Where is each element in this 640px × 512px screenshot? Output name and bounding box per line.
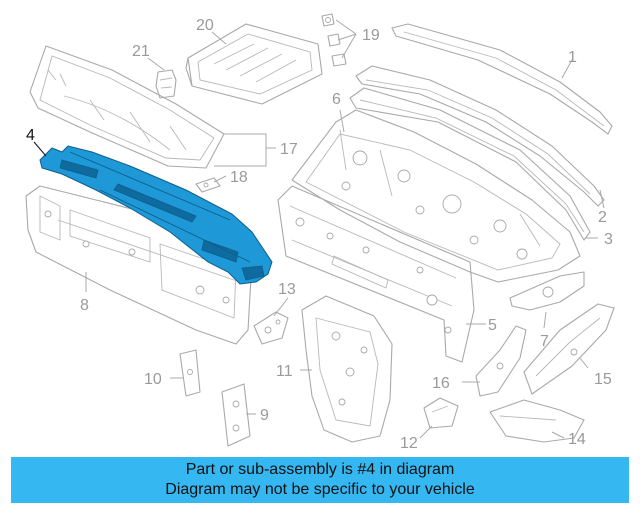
part-7-bracket [509, 271, 585, 311]
part-16-support [475, 325, 527, 397]
part-1-upper-rail [391, 23, 613, 135]
part-15-side-bracket [523, 303, 615, 395]
callout-18: 18 [230, 169, 248, 186]
caption-line-2: Diagram may not be specific to your vehi… [165, 481, 475, 498]
callout-17: 17 [280, 141, 298, 158]
callout-14: 14 [568, 431, 586, 448]
callout-16: 16 [432, 375, 450, 392]
callout-5: 5 [488, 317, 497, 334]
callout-13: 13 [278, 281, 296, 298]
part-2-rail [355, 65, 605, 207]
callout-10: 10 [144, 371, 162, 388]
part-14-lower-bracket [489, 399, 585, 443]
callout-7: 7 [540, 333, 549, 350]
parts-diagram: 1 2 3 4 5 6 7 8 9 10 11 12 13 14 15 16 1… [25, 13, 615, 452]
part-9-hinge-plate [221, 383, 251, 447]
callout-11: 11 [276, 363, 293, 380]
callout-20: 20 [196, 17, 214, 34]
callout-21: 21 [132, 43, 150, 60]
callout-15: 15 [594, 371, 612, 388]
callout-8: 8 [80, 297, 89, 314]
callout-9: 9 [260, 407, 269, 424]
part-13-plate [253, 311, 289, 345]
callout-19: 19 [362, 27, 380, 44]
callout-12: 12 [400, 435, 418, 452]
part-21-clip [155, 69, 177, 99]
part-12-bracket [423, 397, 459, 429]
caption-banner: Part or sub-assembly is #4 in diagram Di… [11, 457, 629, 503]
part-6-dash-panel [291, 109, 581, 283]
caption-line-1: Part or sub-assembly is #4 in diagram [185, 461, 455, 478]
part-17-cowl-panel [29, 45, 225, 169]
leader-lines [33, 19, 605, 439]
callout-labels: 1 2 3 4 5 6 7 8 9 10 11 12 13 14 15 16 1… [26, 17, 613, 452]
part-10-bracket [179, 349, 201, 397]
part-18-bracket [195, 177, 221, 193]
callout-2: 2 [598, 209, 607, 226]
part-20-tray [185, 23, 323, 105]
callout-1: 1 [568, 49, 577, 66]
part-8-lower-panel [25, 185, 253, 345]
part-4-cowl-reinforcement [39, 145, 273, 285]
callout-4: 4 [26, 127, 35, 144]
part-5-cross-member [277, 185, 475, 363]
callout-3: 3 [604, 231, 613, 248]
part-11-pillar [301, 295, 393, 443]
part-3-rail [349, 87, 591, 241]
callout-6: 6 [332, 91, 341, 108]
part-19-fasteners [321, 13, 347, 67]
